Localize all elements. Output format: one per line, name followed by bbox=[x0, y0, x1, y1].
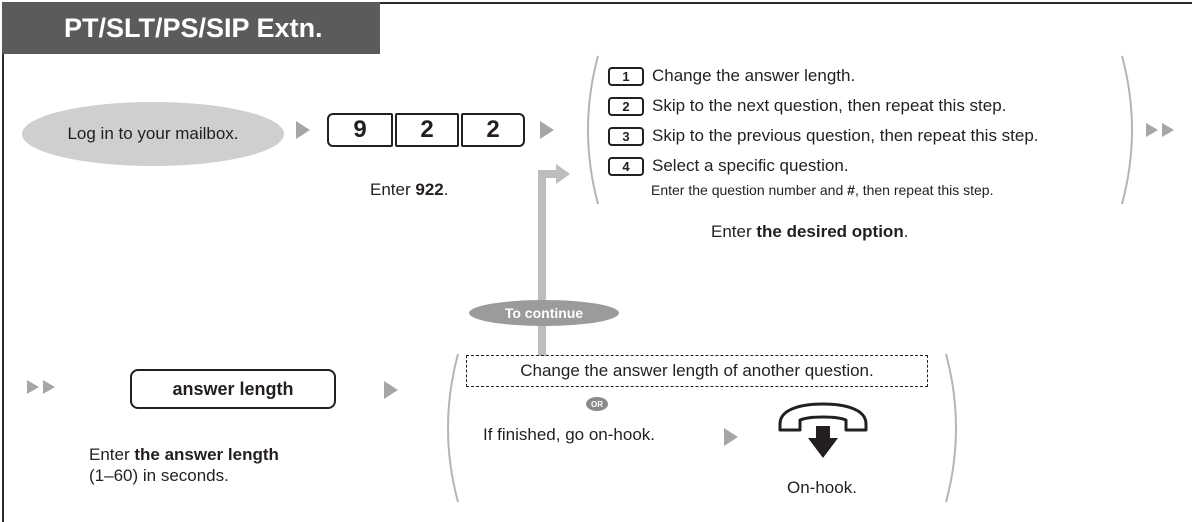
change-another-question-option: Change the answer length of another ques… bbox=[466, 355, 928, 387]
to-continue-badge: To continue bbox=[469, 300, 619, 326]
arrow-right-icon bbox=[384, 381, 398, 399]
handset-on-hook-icon bbox=[778, 402, 868, 458]
key-9: 9 bbox=[327, 113, 393, 147]
go-on-hook-option: If finished, go on-hook. bbox=[483, 425, 656, 444]
key-4: 4 bbox=[608, 156, 644, 176]
arrow-right-icon bbox=[296, 121, 310, 139]
double-arrow-right-icon-3 bbox=[27, 380, 39, 394]
loop-connector-horizontal bbox=[538, 170, 556, 178]
key-2: 2 bbox=[395, 113, 459, 147]
final-brackets bbox=[447, 353, 957, 503]
key-2-option: 2 bbox=[608, 96, 644, 116]
arrow-right-icon bbox=[724, 428, 738, 446]
header-title: PT/SLT/PS/SIP Extn. bbox=[2, 2, 380, 54]
answer-length-input-key: answer length bbox=[130, 369, 336, 409]
loop-arrow-icon bbox=[556, 164, 570, 184]
or-badge: OR bbox=[586, 397, 608, 411]
loop-connector-vertical bbox=[538, 170, 546, 356]
option-4-detail: Enter the question number and #, then re… bbox=[651, 182, 994, 198]
key-3: 3 bbox=[608, 126, 644, 146]
login-step-pill: Log in to your mailbox. bbox=[22, 102, 284, 166]
double-arrow-right-icon-4 bbox=[43, 380, 55, 394]
desired-option-caption: Enter the desired option. bbox=[711, 222, 909, 241]
key-2-second: 2 bbox=[461, 113, 525, 147]
answer-length-caption: Enter the answer length (1–60) in second… bbox=[89, 445, 279, 485]
double-arrow-right-icon-2 bbox=[1162, 123, 1174, 137]
enter-922-caption: Enter 922. bbox=[370, 180, 449, 199]
arrow-right-icon bbox=[540, 121, 554, 139]
login-step-label: Log in to your mailbox. bbox=[67, 124, 239, 143]
on-hook-caption: On-hook. bbox=[787, 478, 857, 497]
key-1: 1 bbox=[608, 66, 644, 86]
double-arrow-right-icon bbox=[1146, 123, 1158, 137]
options-brackets bbox=[587, 55, 1133, 205]
